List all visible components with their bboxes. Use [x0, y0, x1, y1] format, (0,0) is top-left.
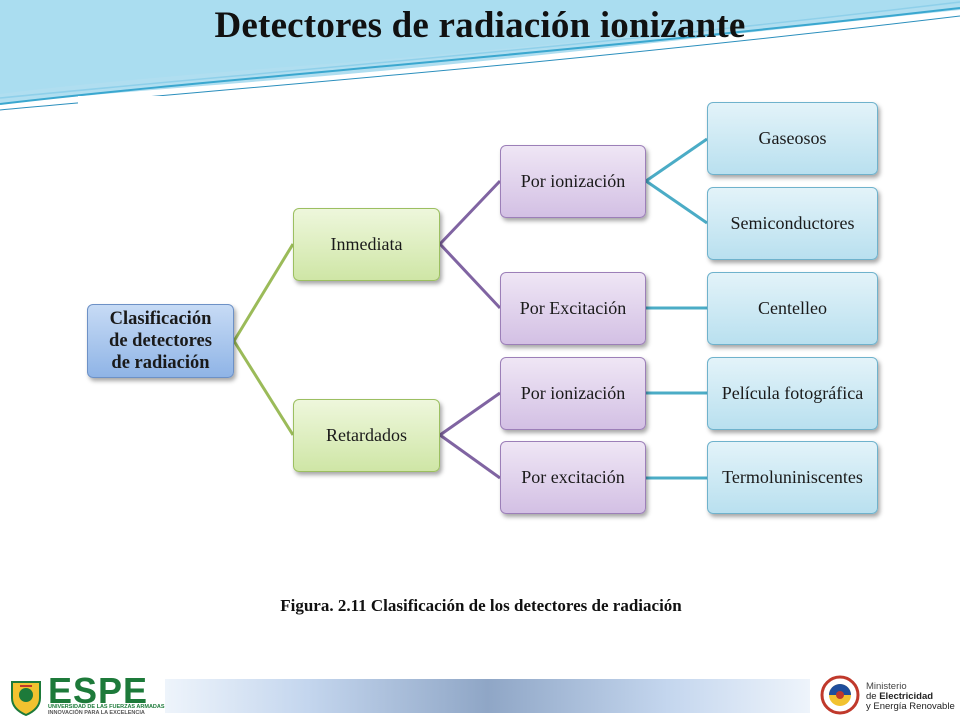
slide-title: Detectores de radiación ionizante — [214, 5, 746, 46]
node-retardados: Retardados — [293, 399, 440, 472]
node-por-excitacion-1: Por Excitación — [500, 272, 646, 345]
connector-retardados-ionizacion — [439, 391, 501, 437]
header-swoosh — [0, 0, 960, 111]
connector-retardados-excitacion — [439, 433, 501, 480]
node-inmediata: Inmediata — [293, 208, 440, 281]
ministerio-line-2: de Electricidad — [866, 692, 933, 702]
connector-root-retardados — [232, 340, 295, 436]
node-por-ionizacion-1: Por ionización — [500, 145, 646, 218]
node-termoluniniscentes: Termoluniniscentes — [707, 441, 878, 514]
node-por-ionizacion-2: Por ionización — [500, 357, 646, 430]
ministerio-line-3: y Energía Renovable — [866, 701, 955, 712]
espe-shield-icon — [11, 681, 41, 716]
connector-ionizacion-semiconductores — [645, 179, 708, 225]
connector-inmediata-excitacion — [438, 242, 502, 310]
ministerio-emblem-icon — [820, 675, 860, 715]
ministerio-line-1: Ministerio — [866, 681, 907, 692]
espe-subtitle-2: INNOVACIÓN PARA LA EXCELENCIA — [48, 710, 145, 716]
espe-wordmark: ESPE — [48, 670, 149, 711]
node-pelicula-fotografica: Película fotográfica — [707, 357, 878, 430]
ministerio-line-2-prefix: de — [866, 691, 880, 702]
ministerio-logo: Ministerio de Electricidad y Energía Ren… — [820, 674, 955, 716]
node-gaseosos: Gaseosos — [707, 102, 878, 175]
connector-root-inmediata — [232, 243, 295, 342]
figure-caption: Figura. 2.11 Clasificación de los detect… — [280, 596, 682, 615]
connector-inmediata-ionizacion — [438, 179, 502, 246]
espe-subtitle-1: UNIVERSIDAD DE LAS FUERZAS ARMADAS — [48, 704, 165, 710]
connector-ionizacion-gaseosos — [645, 137, 708, 183]
node-root-line2: de detectores — [109, 331, 212, 351]
node-root-line1: Clasificación — [109, 309, 212, 329]
footer-bar — [165, 679, 810, 713]
espe-logo: ESPE UNIVERSIDAD DE LAS FUERZAS ARMADAS … — [6, 670, 166, 716]
node-centelleo: Centelleo — [707, 272, 878, 345]
node-semiconductores: Semiconductores — [707, 187, 878, 260]
node-por-excitacion-2: Por excitación — [500, 441, 646, 514]
node-root: Clasificación de detectores de radiación — [87, 304, 234, 378]
node-root-line3: de radiación — [111, 353, 210, 373]
ministerio-line-2-bold: Electricidad — [879, 691, 934, 702]
